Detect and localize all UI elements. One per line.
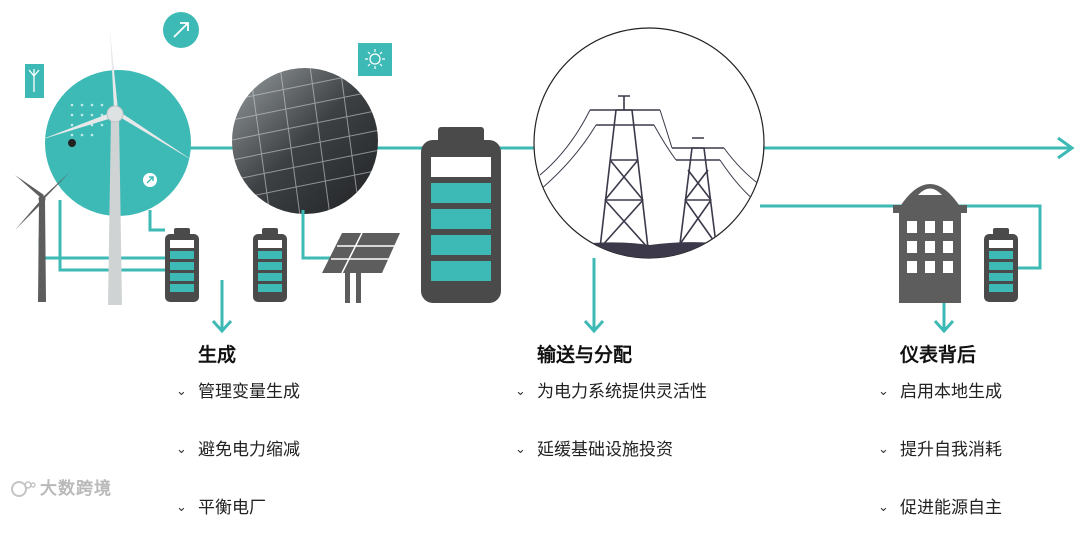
down-arrow-2: [585, 258, 603, 331]
list-item: ⌄平衡电厂: [176, 495, 300, 544]
column-title: 生成: [198, 340, 300, 370]
small-wind-turbine-icon: [15, 172, 70, 302]
chevron-down-icon: ⌄: [176, 495, 198, 521]
chevron-down-icon: ⌄: [878, 495, 900, 521]
chevron-down-icon: ⌄: [176, 379, 198, 405]
battery-small-3: [984, 228, 1018, 302]
list-item: ⌄促进能源自主: [878, 495, 1002, 544]
watermark: 大数跨境: [10, 474, 112, 500]
column-transmission: 输送与分配 ⌄为电力系统提供灵活性 ⌄延缓基础设施投资: [515, 340, 707, 486]
energy-storage-diagram: [0, 0, 1080, 340]
arrow-icon: [163, 12, 199, 48]
watermark-text: 大数跨境: [40, 479, 112, 499]
list-item: ⌄为电力系统提供灵活性: [515, 379, 707, 428]
chevron-down-icon: ⌄: [878, 437, 900, 463]
column-title: 仪表背后: [900, 340, 1002, 370]
solar-panel-icon: [322, 233, 400, 303]
column-title: 输送与分配: [537, 340, 707, 370]
tower-circle: [534, 28, 764, 258]
solar-panel-photo: [230, 66, 380, 216]
dot-marker: [68, 139, 76, 147]
building-icon: [893, 184, 967, 303]
watermark-logo-icon: [10, 478, 36, 500]
list-item: ⌄延缓基础设施投资: [515, 437, 707, 486]
chevron-down-icon: ⌄: [878, 379, 900, 405]
list-item: ⌄启用本地生成: [878, 379, 1002, 428]
list-item: ⌄避免电力缩减: [176, 437, 300, 486]
turbine-badge-icon: [25, 64, 44, 98]
column-behind-meter: 仪表背后 ⌄启用本地生成 ⌄提升自我消耗 ⌄促进能源自主: [878, 340, 1002, 544]
chevron-down-icon: ⌄: [176, 437, 198, 463]
down-arrow-1: [213, 280, 231, 331]
small-arrow-icon: [143, 173, 157, 187]
chevron-down-icon: ⌄: [515, 379, 537, 405]
chevron-down-icon: ⌄: [515, 437, 537, 463]
list-item: ⌄提升自我消耗: [878, 437, 1002, 486]
sun-icon: [358, 43, 392, 76]
battery-small-1: [165, 228, 199, 302]
list-item: ⌄管理变量生成: [176, 379, 300, 428]
battery-icon: [421, 127, 501, 303]
battery-small-2: [253, 228, 287, 302]
column-generation: 生成 ⌄管理变量生成 ⌄避免电力缩减 ⌄平衡电厂: [176, 340, 300, 544]
